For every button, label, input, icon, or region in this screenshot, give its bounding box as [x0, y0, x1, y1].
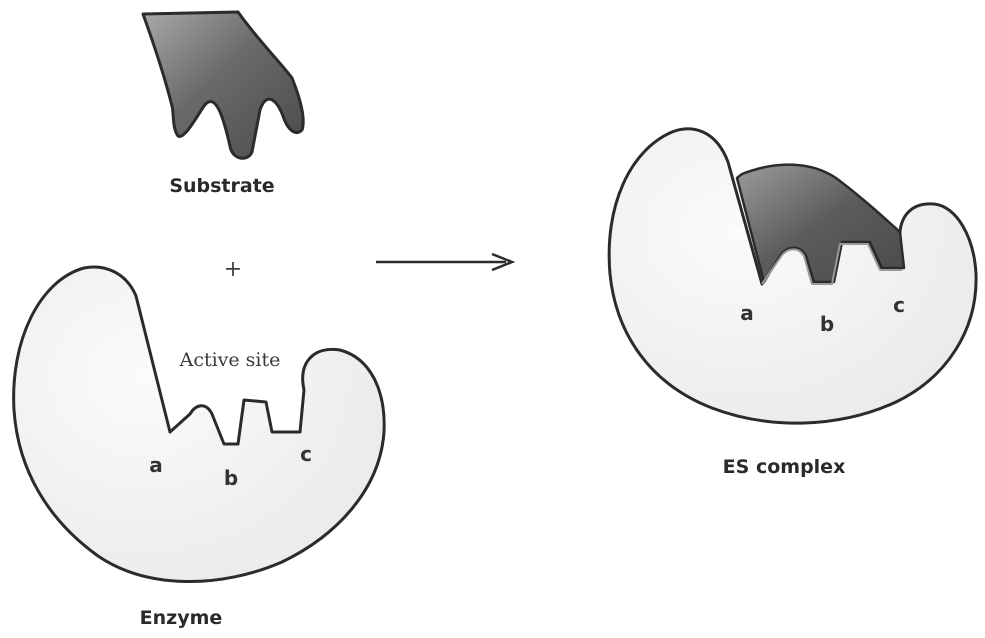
active-site-label: Active site	[179, 349, 281, 371]
enzyme-site-b: b	[224, 466, 238, 490]
complex-site-c: c	[893, 293, 905, 317]
complex-site-a: a	[740, 301, 754, 325]
enzyme-site-a: a	[149, 453, 163, 477]
enzyme-label: Enzyme	[140, 607, 223, 629]
enzyme-site-c: c	[300, 442, 312, 466]
es-complex-label: ES complex	[723, 456, 846, 478]
substrate-shape	[143, 12, 303, 158]
enzyme-shape	[14, 267, 385, 582]
substrate-label: Substrate	[169, 175, 274, 197]
plus-sign: +	[224, 257, 242, 282]
reaction-arrow	[376, 254, 512, 270]
complex-site-b: b	[820, 312, 834, 336]
es-complex-substrate-shape	[737, 165, 904, 284]
